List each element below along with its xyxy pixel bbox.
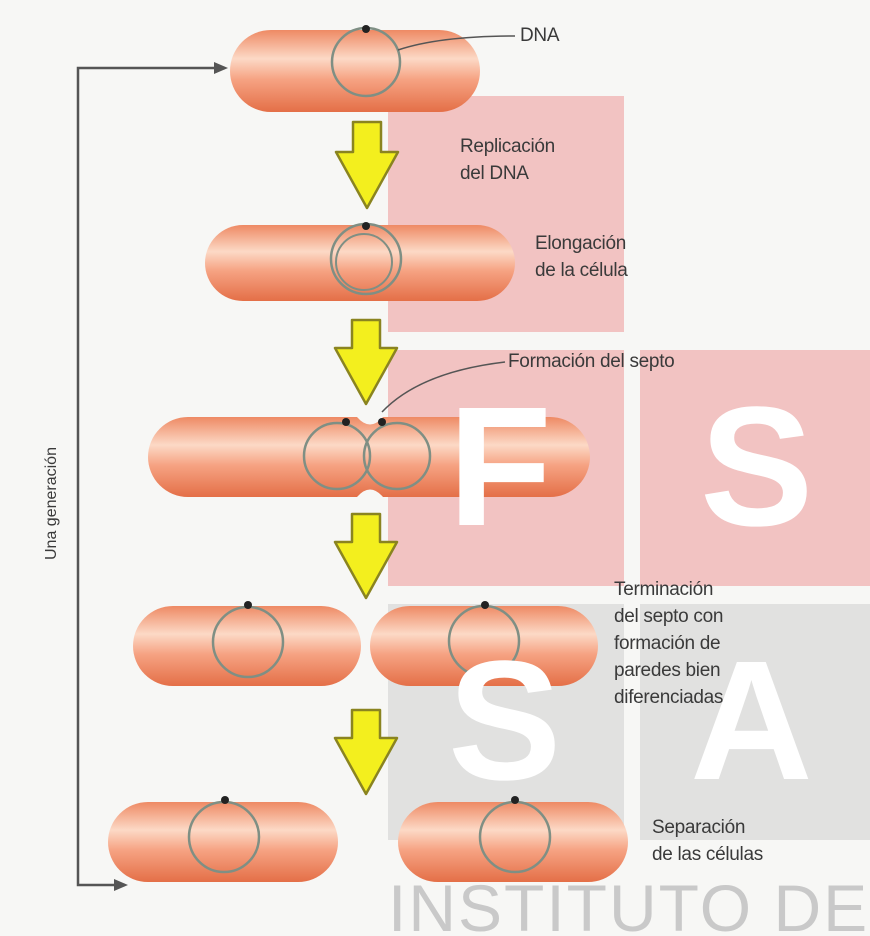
dna-origin-dot — [221, 796, 229, 804]
watermark-letter-f: F — [448, 382, 552, 552]
down-arrow-icon — [335, 710, 397, 794]
label-generacion: Una generación — [43, 447, 61, 560]
dna-origin-dot — [378, 418, 386, 426]
label-dna: DNA — [520, 22, 559, 49]
dna-origin-dot — [362, 222, 370, 230]
watermark-letter-s-top: S — [700, 382, 813, 552]
down-arrow-icon — [335, 320, 397, 404]
watermark-letter-s-bottom: S — [448, 636, 561, 806]
label-replicacion: Replicación del DNA — [460, 133, 555, 187]
dna-origin-dot — [244, 601, 252, 609]
down-arrow-icon — [335, 514, 397, 598]
dna-origin-dot — [362, 25, 370, 33]
label-septo: Formación del septo — [508, 348, 674, 375]
label-separacion: Separación de las células — [652, 814, 763, 868]
dna-origin-dot — [481, 601, 489, 609]
cell-stage-4-left — [133, 601, 361, 686]
dna-origin-dot — [342, 418, 350, 426]
label-elongacion: Elongación de la célula — [535, 230, 628, 284]
cell-stage-1 — [230, 25, 480, 112]
cell-stage-5-left — [108, 796, 338, 882]
label-terminacion: Terminación del septo con formación de p… — [614, 576, 723, 711]
watermark-bottom-text: INSTITUTO DE — [388, 870, 869, 936]
cell-stage-2 — [205, 222, 515, 301]
